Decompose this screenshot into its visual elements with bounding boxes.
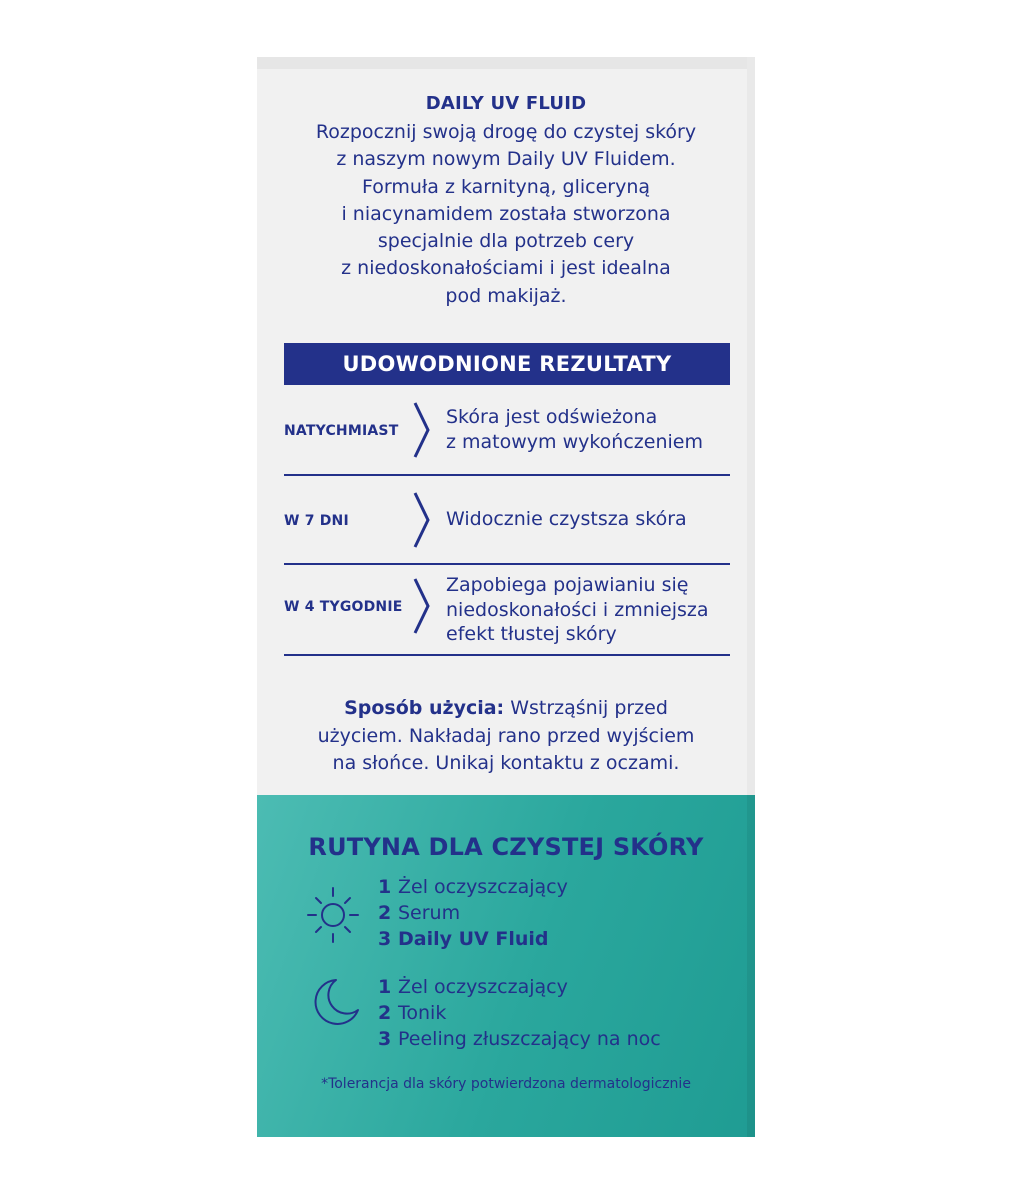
usage-line: na słońce. Unikaj kontaktu z oczami. — [332, 752, 680, 775]
morning-steps: 1 Żel oczyszczający 2 Serum 3 Daily UV Flui… — [378, 874, 568, 952]
usage-line: użyciem. Nakładaj rano przed wyjściem — [317, 724, 695, 747]
step-text: Tonik — [398, 1002, 447, 1024]
routine-step: 2 Tonik — [378, 1000, 661, 1026]
routine-step: 1 Żel oczyszczający — [378, 974, 661, 1000]
step-number: 2 — [378, 902, 392, 924]
result-label: W 4 TYGODNIE — [284, 599, 403, 615]
box-white-panel — [257, 57, 755, 795]
sun-icon — [306, 884, 360, 950]
step-number: 2 — [378, 1002, 392, 1024]
product-box: DAILY UV FLUID Rozpocznij swoją drogę do… — [257, 57, 755, 1137]
usage-label: Sposób użycia: — [344, 697, 505, 719]
divider — [284, 563, 730, 565]
result-line: niedoskonałości i zmniejsza — [446, 598, 709, 621]
step-text: Serum — [398, 902, 461, 924]
result-line: Skóra jest odświeżona — [446, 406, 658, 428]
step-text: Żel oczyszczający — [398, 876, 568, 898]
step-number: 3 — [378, 928, 392, 950]
result-row: NATYCHMIAST Skóra jest odświeżona z mato… — [284, 399, 730, 459]
chevron-right-icon — [412, 491, 432, 549]
results-heading: UDOWODNIONE REZULTATY — [284, 343, 730, 385]
intro-line: specjalnie dla potrzeb cery — [377, 230, 635, 253]
routine-step: 1 Żel oczyszczający — [378, 874, 568, 900]
intro-line: pod makijaż. — [445, 284, 567, 307]
routine-panel — [257, 795, 755, 1137]
result-line: Widocznie czystsza skóra — [446, 508, 687, 530]
result-row: W 7 DNI Widocznie czystsza skóra — [284, 489, 730, 549]
intro-line: z niedoskonałościami i jest idealna — [341, 257, 671, 280]
chevron-right-icon — [412, 401, 432, 459]
result-line: Zapobiega pojawianiu się — [446, 574, 689, 596]
intro-line: Formuła z karnityną, gliceryną — [361, 175, 651, 198]
usage-text: Wstrząśnij przed — [504, 697, 668, 719]
result-row: W 4 TYGODNIE Zapobiega pojawianiu się ni… — [284, 569, 730, 653]
usage-instructions: Sposób użycia: Wstrząśnij przed użyciem.… — [257, 695, 755, 778]
divider — [284, 474, 730, 476]
product-intro: Rozpocznij swoją drogę do czystej skóry … — [257, 119, 755, 310]
footnote: *Tolerancja dla skóry potwierdzona derma… — [321, 1076, 691, 1092]
step-text: Daily UV Fluid — [398, 928, 549, 950]
divider — [284, 654, 730, 656]
step-text: Żel oczyszczający — [398, 976, 568, 998]
step-number: 1 — [378, 876, 392, 898]
result-description: Widocznie czystsza skóra — [446, 507, 687, 532]
routine-step: 3 Peeling złuszczający na noc — [378, 1026, 661, 1052]
intro-line: i niacynamidem została stworzona — [341, 202, 671, 225]
result-label: W 7 DNI — [284, 513, 349, 529]
result-description: Skóra jest odświeżona z matowym wykończe… — [446, 405, 703, 454]
evening-steps: 1 Żel oczyszczający 2 Tonik 3 Peeling złusz… — [378, 974, 661, 1052]
step-text: Peeling złuszczający na noc — [398, 1028, 661, 1050]
step-number: 3 — [378, 1028, 392, 1050]
chevron-right-icon — [412, 577, 432, 635]
routine-heading: RUTYNA DLA CZYSTEJ SKÓRY — [308, 833, 704, 861]
intro-line: z naszym nowym Daily UV Fluidem. — [336, 148, 676, 171]
product-title: DAILY UV FLUID — [425, 93, 587, 114]
result-line: efekt tłustej skóry — [446, 623, 617, 645]
intro-line: Rozpocznij swoją drogę do czystej skóry — [315, 121, 697, 143]
routine-step: 2 Serum — [378, 900, 568, 926]
usage-line: Sposób użycia: Wstrząśnij przed — [257, 695, 755, 723]
routine-step: 3 Daily UV Fluid — [378, 926, 568, 952]
result-description: Zapobiega pojawianiu się niedoskonałości… — [446, 573, 709, 647]
moon-icon — [312, 976, 362, 1032]
result-line: z matowym wykończeniem — [446, 430, 703, 453]
result-label: NATYCHMIAST — [284, 423, 399, 439]
step-number: 1 — [378, 976, 392, 998]
